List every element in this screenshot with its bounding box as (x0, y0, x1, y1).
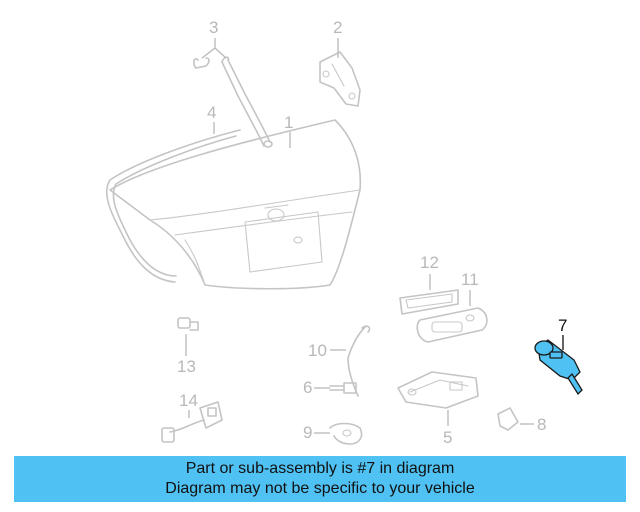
callout-label-12: 12 (420, 253, 439, 272)
callout-2: 2 (333, 18, 342, 58)
callout-label-4: 4 (207, 103, 216, 122)
callout-7: 7 (558, 316, 567, 350)
callout-label-5: 5 (443, 428, 452, 447)
callout-10: 10 (308, 341, 346, 360)
info-banner: Part or sub-assembly is #7 in diagram Di… (14, 456, 626, 502)
part-5-latch[interactable] (397, 371, 479, 409)
part-8-grommet[interactable] (497, 407, 519, 431)
part-14-switch[interactable] (161, 401, 223, 443)
callout-11: 11 (461, 270, 479, 306)
callout-8: 8 (520, 415, 546, 434)
callout-13: 13 (177, 334, 196, 376)
callout-9: 9 (303, 423, 330, 442)
callout-label-8: 8 (537, 415, 546, 434)
callout-label-13: 13 (177, 357, 196, 376)
callout-4: 4 (207, 103, 216, 134)
part-12-lamp[interactable] (399, 289, 459, 315)
callout-5: 5 (443, 410, 452, 447)
callout-3: 3 (201, 18, 227, 59)
callout-1: 1 (284, 113, 293, 148)
callout-12: 12 (420, 253, 439, 290)
part-7-key[interactable] (567, 372, 583, 396)
part-11-handle[interactable] (416, 307, 488, 343)
callout-label-11: 11 (461, 270, 479, 289)
banner-line-1: Part or sub-assembly is #7 in diagram (185, 460, 455, 477)
callout-label-10: 10 (308, 341, 327, 360)
part-4-weatherstrip[interactable] (105, 129, 241, 283)
banner-line-2: Diagram may not be specific to your vehi… (165, 480, 475, 497)
callout-6: 6 (303, 378, 330, 397)
callout-label-3: 3 (209, 18, 218, 37)
part-10-rod[interactable] (347, 325, 371, 397)
part-6-bolt[interactable] (329, 382, 357, 394)
part-13-bumper[interactable] (177, 317, 199, 331)
callout-label-2: 2 (333, 18, 342, 37)
part-7-cap[interactable] (534, 340, 554, 356)
part-7-lock-cylinder[interactable] (534, 339, 583, 396)
part-3-gas-strut[interactable] (193, 56, 273, 148)
callout-14: 14 (179, 391, 198, 418)
callout-label-14: 14 (179, 391, 198, 410)
callout-label-7: 7 (558, 316, 567, 335)
callout-label-9: 9 (303, 423, 312, 442)
callout-label-6: 6 (303, 378, 312, 397)
part-9-bracket[interactable] (329, 422, 363, 445)
exploded-parts-diagram: 3 2 4 1 12 11 7 10 13 6 14 8 (105, 18, 583, 447)
callout-label-1: 1 (284, 113, 293, 132)
part-2-hinge[interactable] (319, 51, 361, 107)
part-1-trunk-lid[interactable] (109, 119, 362, 290)
